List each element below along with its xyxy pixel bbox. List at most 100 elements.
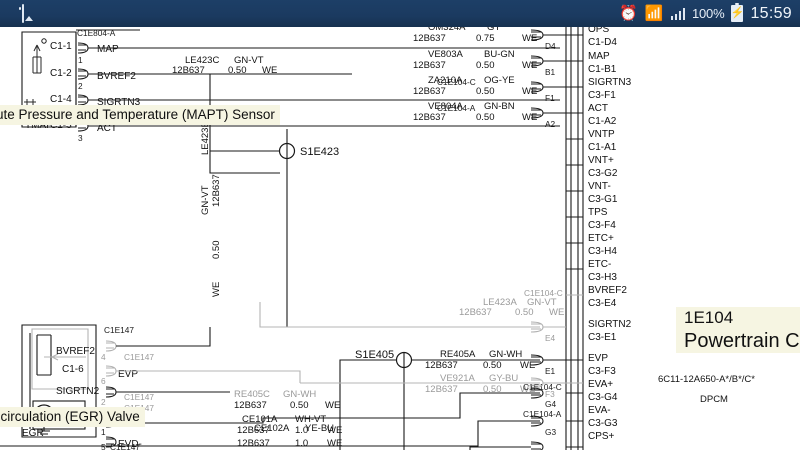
pcm-pin-row-13[interactable]: EVA+ C3-G4 G4 (530, 379, 618, 409)
egr-connector-id-3: C1E147 (124, 392, 154, 402)
wire-ce102a-color: YE-BU (305, 423, 334, 434)
wire-ve921a-spec: 12B637 (425, 384, 458, 395)
pcm-pin-row-12[interactable]: EVP C3-F3 F3 (530, 353, 616, 399)
pcm-pin-11-terminal: E1 (545, 366, 556, 376)
pcm-pin-row-6[interactable]: VNT- C3-G1 (566, 181, 618, 205)
egr-pin-3-cavity: 2 (101, 397, 106, 407)
wire-le423a-color: GN-VT (527, 297, 557, 308)
mapt-connector-id: C1E804-A (77, 28, 116, 38)
splice-s1e423-label: S1E423 (300, 146, 339, 158)
pcm-pin-9-cavity: C3-H3 (588, 272, 617, 283)
wire-ve921a-name: VE921A (440, 373, 476, 384)
pcm-pin-6-cavity: C3-G1 (588, 194, 618, 205)
pcm-pin-row-5[interactable]: VNT+ C3-G2 (566, 155, 618, 179)
wiring-diagram-canvas[interactable]: TMAP C1E804-A C1-1 1 MAP C1-2 2 BVREF2 C… (0, 27, 800, 450)
wire-label-za210a: ZA210A OG-YE 12B637 0.50 WE (413, 75, 537, 97)
egr-pin-3-device: SIGRTN2 (56, 386, 100, 397)
pcm-pin-row-0[interactable]: OPS C1-D4 D4 (530, 27, 617, 51)
mapt-terminal-row-2[interactable]: C1-2 2 BVREF2 (50, 68, 352, 91)
pcm-pin-1-terminal: B1 (545, 67, 556, 77)
pcm-title: Powertrain C (684, 330, 800, 352)
mapt-pin-2-cavity: 2 (78, 81, 83, 91)
egr-terminal-row-1[interactable]: 4 BVREF2 C1E147 (56, 327, 211, 362)
mapt-pin-1-device: C1-1 (50, 41, 72, 52)
pcm-pin-row-15[interactable]: CPS+ (469, 431, 615, 450)
alarm-clock-icon: ⏰ (619, 5, 638, 22)
pcm-pin-3-cavity: C1-A2 (588, 116, 617, 127)
wire-re405c-gauge: 0.50 (290, 400, 309, 411)
egr-pin-4-cavity: 1 (101, 427, 106, 437)
pcm-pin-11-signal: SIGRTN2 (588, 319, 632, 330)
egr-terminal-row-5[interactable]: 5 EVD- C1E147 (101, 436, 142, 450)
wire-ce102a-spec: 12B637 (237, 438, 270, 449)
wire-label-re405c: RE405C GN-WH 12B637 0.50 WE (234, 389, 340, 411)
pcm-pin-5-cavity: C3-G2 (588, 168, 618, 179)
pcm-pin-7-signal: TPS (588, 207, 608, 218)
wire-ve803a-std: WE (522, 60, 537, 71)
pcm-pin-11-cavity: C3-E1 (588, 332, 617, 343)
mapt-pin-1-signal: MAP (97, 44, 119, 55)
pcm-pin-row-4[interactable]: VNTP C1-A1 (566, 129, 617, 153)
wire-ce101a-gauge: 1.0 (295, 425, 308, 436)
wire-om324a-color: GY (487, 27, 501, 33)
pcm-pin-1-cavity: C1-B1 (588, 64, 617, 75)
wire-ce101a-spec: 12B637 (237, 425, 270, 436)
pcm-pin-3-terminal: A2 (545, 119, 556, 129)
pcm-pin-row-8[interactable]: ETC+ C3-H4 (566, 233, 617, 257)
splice-s1e405[interactable]: S1E405 (339, 349, 540, 450)
pcm-pin-0-signal: OPS (588, 27, 609, 35)
wire-ce101a-color: WH-VT (295, 414, 326, 425)
pcm-pin-row-14[interactable]: EVA- C3-G3 G3 (530, 405, 618, 437)
pcm-pin-15-signal: CPS+ (588, 431, 615, 442)
pcm-pin-row-7[interactable]: TPS C3-F4 (566, 207, 616, 231)
inline-connector-c1e104-c-mid: C1E104-C (524, 288, 563, 298)
wire-ve804a-std: WE (522, 112, 537, 123)
wire-re405c-std: WE (325, 400, 340, 411)
pcm-pin-row-10[interactable]: BVREF2 C3-E4 E4 (530, 285, 627, 343)
pcm-pin-row-11[interactable]: SIGRTN2 C3-E1 E1 (530, 319, 632, 376)
wire-le423a-spec: 12B637 (459, 307, 492, 318)
mapt-pin-4-signal: ACT (97, 123, 117, 134)
pcm-pin-0-terminal: D4 (545, 41, 556, 51)
egr-pin-2-signal: EVP (118, 369, 138, 380)
wire-re405c-spec: 12B637 (234, 400, 267, 411)
egr-tooltip: ecirculation (EGR) Valve (0, 407, 145, 427)
pcm-pin-6-signal: VNT- (588, 181, 611, 192)
pcm-pin-row-3[interactable]: ACT C1-A2 A2 (530, 103, 617, 129)
pcm-pin-13-signal: EVA+ (588, 379, 613, 390)
wire-ve921a-color: GY-BU (489, 373, 518, 384)
splice-s1e423[interactable]: S1E423 (210, 129, 339, 327)
wire-za210a-color: OG-YE (484, 75, 515, 86)
pcm-pin-row-1[interactable]: MAP C1-B1 B1 (530, 51, 617, 77)
android-status-bar: ⏰ 📶 100% ⚡ 15:59 (0, 0, 800, 28)
pcm-pin-7-cavity: C3-F4 (588, 220, 616, 231)
wire-le423b-gauge: 0.50 (211, 241, 222, 260)
wire-ce102a-name: CE102A (254, 423, 290, 434)
mapt-pin-4-device: C1-3 (50, 120, 72, 131)
pcm-pin-10-cavity: C3-E4 (588, 298, 617, 309)
inline-connector-c1e104-a-top: C1E104-A (437, 103, 476, 113)
wire-le423b-spec: 12B637 (211, 174, 222, 207)
mapt-terminal-row-1[interactable]: C1-1 1 MAP (50, 41, 560, 65)
pcm-connector-bar[interactable] (565, 27, 584, 450)
status-clock: 15:59 (750, 4, 792, 22)
pcm-pin-13-cavity: C3-G4 (588, 392, 618, 403)
egr-terminal-row-2[interactable]: 6 C1-6 EVP (62, 364, 301, 386)
pcm-pin-4-signal: VNTP (588, 129, 615, 140)
egr-pin-5-signal: EVD- (118, 439, 142, 450)
wire-ve803a-gauge: 0.50 (476, 60, 495, 71)
splice-s1e405-label: S1E405 (355, 349, 394, 361)
pcm-pin-rows: OPS C1-D4 D4 MAP C1-B1 B1 SIGRTN3 (469, 27, 632, 450)
pcm-pin-row-9[interactable]: ETC- C3-H3 (566, 259, 617, 283)
pcm-pin-12-cavity: C3-F3 (588, 366, 616, 377)
wire-label-om324a: OM324A GY 12B637 0.75 WE (413, 27, 537, 44)
picture-icon (22, 4, 24, 23)
wire-ve803a-spec: 12B637 (413, 60, 446, 71)
egr-pin-2-device: C1-6 (62, 364, 84, 375)
wire-le423a-name: LE423A (483, 297, 517, 308)
wire-re405c-color: GN-WH (283, 389, 316, 400)
wire-label-le423a: LE423A GN-VT 12B637 0.50 WE C1E104-C (259, 288, 564, 328)
pcm-pin-row-2[interactable]: SIGRTN3 C3-F1 F1 (530, 77, 632, 103)
pcm-pin-1-signal: MAP (588, 51, 610, 62)
pcm-pin-12-terminal: F3 (545, 389, 555, 399)
